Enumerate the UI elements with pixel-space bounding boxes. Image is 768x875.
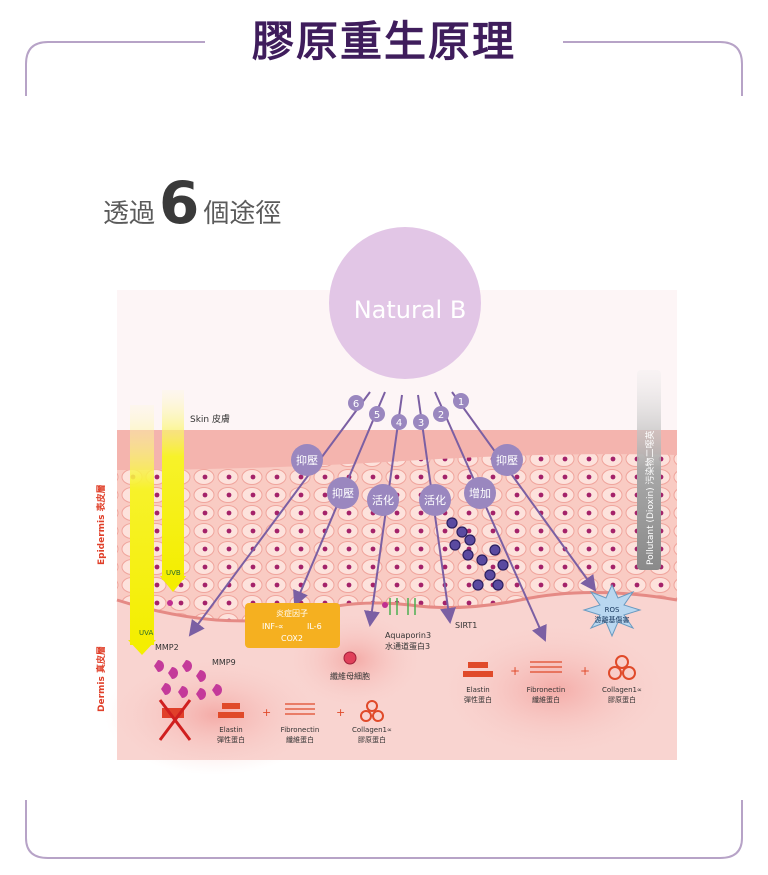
subtitle-prefix: 透過 xyxy=(103,198,156,229)
pathway-2-arrow xyxy=(434,391,547,642)
pathway-5-badge xyxy=(369,406,385,422)
uvb-beam-tip xyxy=(160,576,186,592)
elastin-icon xyxy=(463,662,493,677)
pathway-5-number: 5 xyxy=(374,410,380,421)
pathway-1-badge xyxy=(453,393,469,409)
fibronectin-label-en: Fibronectin xyxy=(281,726,320,734)
action-suppress-right-label: 抑壓 xyxy=(496,453,518,467)
pollutant-beam xyxy=(637,370,661,570)
uva-label: UVA xyxy=(139,629,153,637)
mmp2-label: MMP2 xyxy=(155,643,179,652)
epidermis-label: Epidermis 表皮層 xyxy=(95,484,107,565)
inflammation-box xyxy=(245,603,340,648)
pathway-2-number: 2 xyxy=(438,410,444,421)
action-suppress-mid-label: 抑壓 xyxy=(332,486,354,500)
action-suppress-left xyxy=(291,444,323,476)
sirt1-cluster xyxy=(446,517,509,591)
fibronectin-label-zh: 纖維蛋白 xyxy=(286,735,314,744)
uva-beam-tip xyxy=(128,640,156,655)
dermis-glow xyxy=(435,620,675,760)
mmp-enzymes xyxy=(154,660,222,700)
collagen-label-zh: 膠原蛋白 xyxy=(358,735,386,744)
aquaporin-label-en: Aquaporin3 xyxy=(385,631,431,640)
collagen-label-en: Collagen1∝ xyxy=(352,726,392,734)
uvb-beam xyxy=(162,390,184,580)
plus-sign: + xyxy=(580,664,590,678)
pathway-6-badge xyxy=(348,395,364,411)
subtitle-suffix: 個途徑 xyxy=(203,198,282,229)
pathway-4-number: 4 xyxy=(396,418,402,429)
fibroblast-label: 纖維母細胞 xyxy=(330,671,370,681)
collagen-icon xyxy=(608,655,636,680)
fibronectin-label-zh: 纖維蛋白 xyxy=(532,695,560,704)
aquaporin-label-zh: 水通道蛋白3 xyxy=(385,641,430,651)
elastin-label-en: Elastin xyxy=(466,686,489,694)
pathway-3-badge xyxy=(413,414,429,430)
sirt1-label: SIRT1 xyxy=(455,621,477,630)
natural-b-label: Natural B xyxy=(354,296,467,324)
aquaporin-icon xyxy=(389,598,416,615)
ros-star-icon xyxy=(582,583,642,638)
ros-label-en: ROS xyxy=(605,606,620,614)
fibroblast-icon xyxy=(343,651,357,665)
plus-sign: + xyxy=(510,664,520,678)
inflammation-title: 炎症因子 xyxy=(276,608,308,618)
subtitle-number: 6 xyxy=(159,169,200,237)
pathway-1-number: 1 xyxy=(458,397,464,408)
mmp9-label: MMP9 xyxy=(212,658,236,667)
elastin-label-zh: 彈性蛋白 xyxy=(217,735,245,744)
flower-icon xyxy=(167,600,388,608)
natural-b-bubble xyxy=(329,227,481,379)
elastin-label-en: Elastin xyxy=(219,726,242,734)
pathway-1-arrow xyxy=(451,391,597,592)
pathway-3-number: 3 xyxy=(418,418,424,429)
action-suppress-mid xyxy=(327,477,359,509)
elastin-icon xyxy=(218,703,244,718)
collagen-label-en: Collagen1∝ xyxy=(602,686,642,694)
broken-collagen-icon xyxy=(158,699,192,741)
collagen-icon xyxy=(360,700,384,722)
epidermis-cells xyxy=(117,454,677,621)
pollutant-label: Pollutant (Dioxin) 污染物二噁英 xyxy=(644,430,656,565)
dermis-label: Dermis 真皮層 xyxy=(95,646,107,712)
subtitle: 透過 6 個途徑 xyxy=(103,162,281,232)
action-activate-1 xyxy=(367,484,399,516)
fibronectin-label-en: Fibronectin xyxy=(527,686,566,694)
plus-sign: + xyxy=(336,706,345,719)
pathway-6-number: 6 xyxy=(353,399,359,410)
page-title: 膠原重生原理 xyxy=(251,17,516,66)
ros-label-zh: 游離基傷害 xyxy=(595,615,630,624)
inflammation-line1b: IL-6 xyxy=(307,622,322,631)
uvb-label: UVB xyxy=(166,569,181,577)
action-activate-2 xyxy=(419,484,451,516)
frame-top-right xyxy=(563,41,743,96)
frame-top-left xyxy=(25,41,205,96)
fibronectin-icon xyxy=(530,661,562,673)
collagen-label-zh: 膠原蛋白 xyxy=(608,695,636,704)
action-suppress-right xyxy=(491,444,523,476)
action-increase xyxy=(464,477,496,509)
action-increase-label: 增加 xyxy=(469,486,491,500)
uva-beam xyxy=(130,405,154,645)
inflammation-line1: INF-∝ xyxy=(262,622,284,631)
inflammation-line2: COX2 xyxy=(281,634,303,643)
basement-membrane xyxy=(116,591,678,623)
pathway-2-badge xyxy=(433,406,449,422)
frame-bottom xyxy=(25,800,743,859)
pathway-4-badge xyxy=(391,414,407,430)
dermis-glow xyxy=(105,655,325,775)
action-activate-2-label: 活化 xyxy=(424,493,446,507)
plus-sign: + xyxy=(262,706,271,719)
fibronectin-icon xyxy=(285,703,315,715)
action-activate-1-label: 活化 xyxy=(372,493,394,507)
elastin-label-zh: 彈性蛋白 xyxy=(464,695,492,704)
action-suppress-left-label: 抑壓 xyxy=(296,453,318,467)
skin-label: Skin 皮膚 xyxy=(190,413,230,425)
pathway-6-arrow xyxy=(188,391,371,637)
